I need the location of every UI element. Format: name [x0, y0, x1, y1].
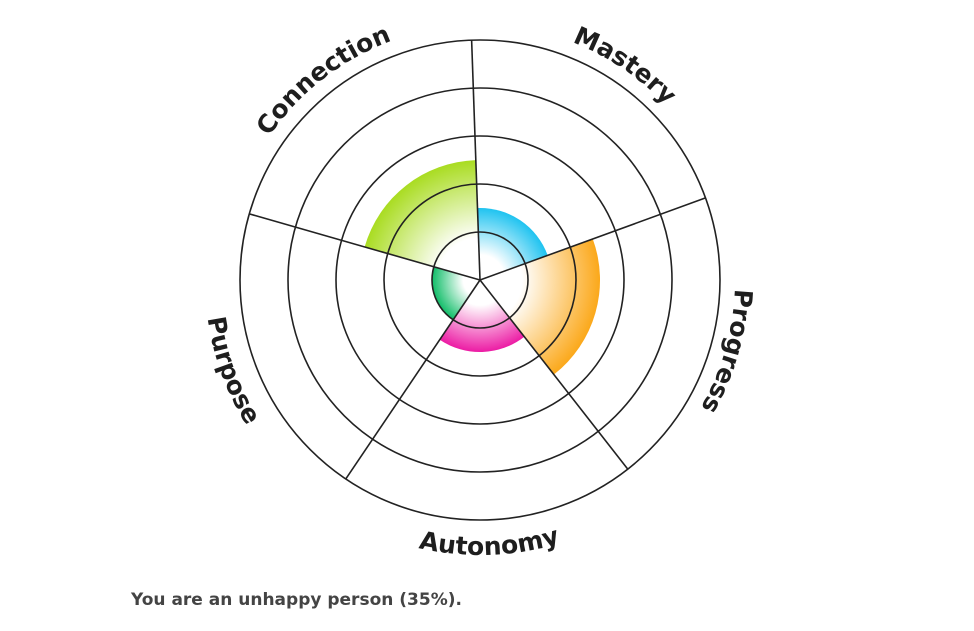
spoke-line [249, 213, 481, 281]
grid-ring [383, 183, 577, 377]
wedge-autonomy [439, 280, 525, 352]
spoke-line [479, 279, 629, 470]
label-autonomy: Autonomy [417, 521, 562, 561]
wedge-connection [364, 160, 480, 280]
wedges-group [364, 160, 600, 375]
grid-ring [335, 135, 625, 425]
grid-ring [431, 231, 529, 329]
grid-group [239, 39, 721, 521]
wedge-progress [480, 238, 600, 375]
label-progress: Progress [696, 288, 758, 418]
spoke-line [479, 197, 706, 281]
grid-ring [287, 87, 673, 473]
spoke-line [470, 40, 481, 281]
grid-ring [239, 39, 721, 521]
label-connection: Connection [250, 19, 394, 140]
spoke-line [345, 279, 481, 480]
wedge-purpose [432, 266, 480, 320]
label-purpose: Purpose [202, 314, 267, 429]
result-text: You are an unhappy person (35%). [131, 590, 462, 610]
